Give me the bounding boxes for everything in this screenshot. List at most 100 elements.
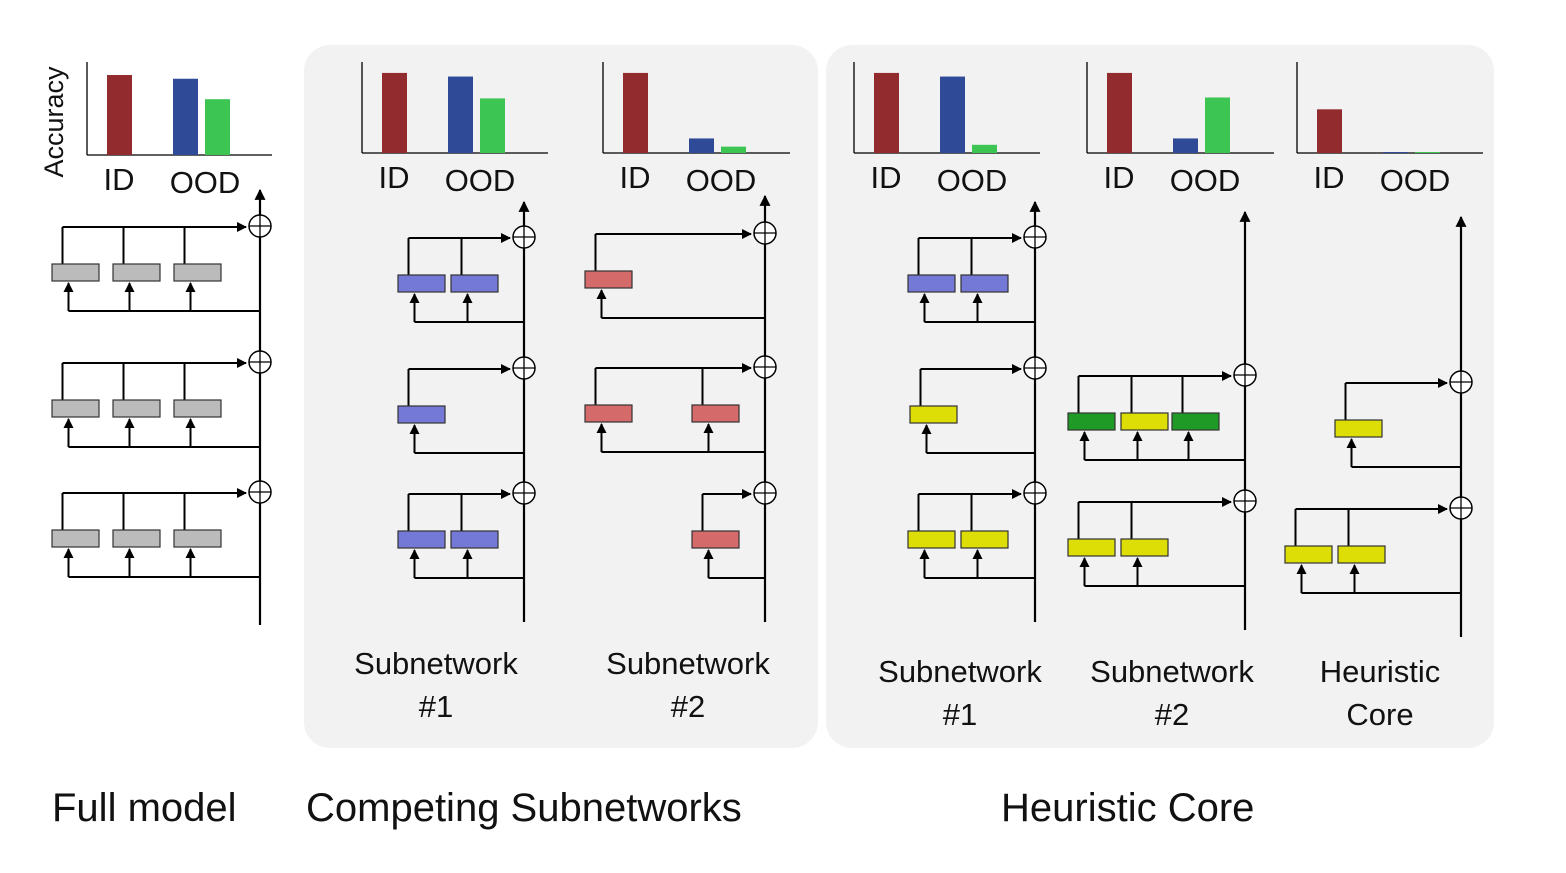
attention-head — [1120, 412, 1169, 431]
tick-label-ood: OOD — [170, 165, 241, 200]
bar-ood-blue — [173, 78, 198, 155]
bar-id — [1317, 109, 1342, 153]
sum-node — [512, 225, 536, 249]
network-diagram — [1284, 215, 1473, 637]
bar-id — [623, 72, 648, 153]
attention-head — [584, 270, 633, 289]
label-heuristic-core: Heuristic Core — [1280, 650, 1480, 736]
tick-label-ood: OOD — [686, 163, 757, 198]
sum-node — [1023, 225, 1047, 249]
label-heuristic-subnetwork-1: Subnetwork #1 — [860, 650, 1060, 736]
attention-head — [1171, 412, 1220, 431]
sum-node — [753, 481, 777, 505]
network-diagram — [397, 200, 536, 622]
bar-ood-blue — [689, 138, 714, 153]
tick-label-id: ID — [871, 160, 902, 195]
label-line: Subnetwork — [1090, 654, 1254, 689]
tick-label-ood: OOD — [937, 163, 1008, 198]
attention-head — [1067, 538, 1116, 557]
bar-ood-green — [972, 144, 997, 153]
attention-head — [51, 399, 100, 418]
attention-head — [584, 404, 633, 423]
network-diagram — [1067, 210, 1257, 630]
accuracy-chart: ID OOD — [602, 62, 790, 198]
label-line: #2 — [670, 689, 706, 724]
tick-label-id: ID — [104, 162, 135, 197]
bar-ood-blue — [940, 76, 965, 153]
sum-node — [248, 480, 272, 504]
attention-head — [173, 399, 222, 418]
tick-label-id: ID — [620, 160, 651, 195]
bar-ood-green — [721, 146, 746, 153]
network-diagram — [51, 188, 272, 625]
bar-ood-green — [1415, 152, 1440, 153]
label-line: Core — [1346, 697, 1414, 732]
attention-head — [397, 274, 446, 293]
sum-node — [753, 221, 777, 245]
accuracy-chart: ID OOD — [1296, 62, 1483, 198]
bar-id — [1107, 72, 1132, 153]
tick-label-ood: OOD — [445, 163, 516, 198]
sum-node — [248, 350, 272, 374]
sum-node — [1233, 489, 1257, 513]
tick-label-ood: OOD — [1380, 163, 1451, 198]
bar-ood-green — [480, 98, 505, 153]
attention-head — [173, 263, 222, 282]
label-heuristic-subnetwork-2: Subnetwork #2 — [1072, 650, 1272, 736]
attention-head — [51, 263, 100, 282]
sum-node — [753, 355, 777, 379]
label-line: Heuristic — [1319, 654, 1441, 689]
title-heuristic-core: Heuristic Core — [1001, 786, 1255, 830]
bar-ood-blue — [448, 76, 473, 153]
tick-label-ood: OOD — [1170, 163, 1241, 198]
network-diagrams — [51, 188, 1473, 637]
attention-head — [112, 529, 161, 548]
attention-head — [907, 530, 956, 549]
accuracy-chart: ID OOD — [853, 62, 1040, 198]
attention-head — [397, 405, 446, 424]
bar-ood-blue — [1173, 138, 1198, 153]
label-line: #2 — [1154, 697, 1190, 732]
tick-label-id: ID — [379, 160, 410, 195]
attention-head — [691, 530, 740, 549]
attention-head — [909, 405, 958, 424]
attention-head — [112, 399, 161, 418]
attention-head — [1284, 545, 1333, 564]
bar-id — [874, 72, 899, 153]
label-line: Subnetwork — [354, 646, 518, 681]
attention-head — [1337, 545, 1386, 564]
label-competing-subnetwork-2: Subnetwork #2 — [588, 642, 788, 728]
attention-head — [1334, 419, 1383, 438]
bar-ood-green — [205, 99, 230, 155]
sum-node — [248, 214, 272, 238]
sum-node — [1449, 370, 1473, 394]
title-competing-subnetworks: Competing Subnetworks — [306, 786, 742, 830]
sum-node — [1233, 363, 1257, 387]
sum-node — [1023, 481, 1047, 505]
sum-node — [1449, 496, 1473, 520]
network-diagram — [907, 200, 1047, 622]
attention-head — [960, 530, 1009, 549]
bar-id — [107, 75, 132, 155]
network-diagram — [584, 194, 777, 622]
competing-subnetworks-panel — [304, 45, 818, 748]
attention-head — [691, 404, 740, 423]
attention-head — [173, 529, 222, 548]
label-line: #1 — [418, 689, 454, 724]
attention-head — [51, 529, 100, 548]
attention-head — [112, 263, 161, 282]
bar-ood-blue — [1383, 152, 1408, 153]
label-line: Subnetwork — [878, 654, 1042, 689]
tick-label-id: ID — [1314, 160, 1345, 195]
sum-node — [1023, 356, 1047, 380]
title-full-model: Full model — [52, 786, 237, 830]
accuracy-chart: ID OOD — [361, 62, 548, 198]
heuristic-core-panel — [826, 45, 1494, 748]
bar-ood-green — [1205, 97, 1230, 153]
bar-id — [382, 72, 407, 153]
sum-node — [512, 356, 536, 380]
